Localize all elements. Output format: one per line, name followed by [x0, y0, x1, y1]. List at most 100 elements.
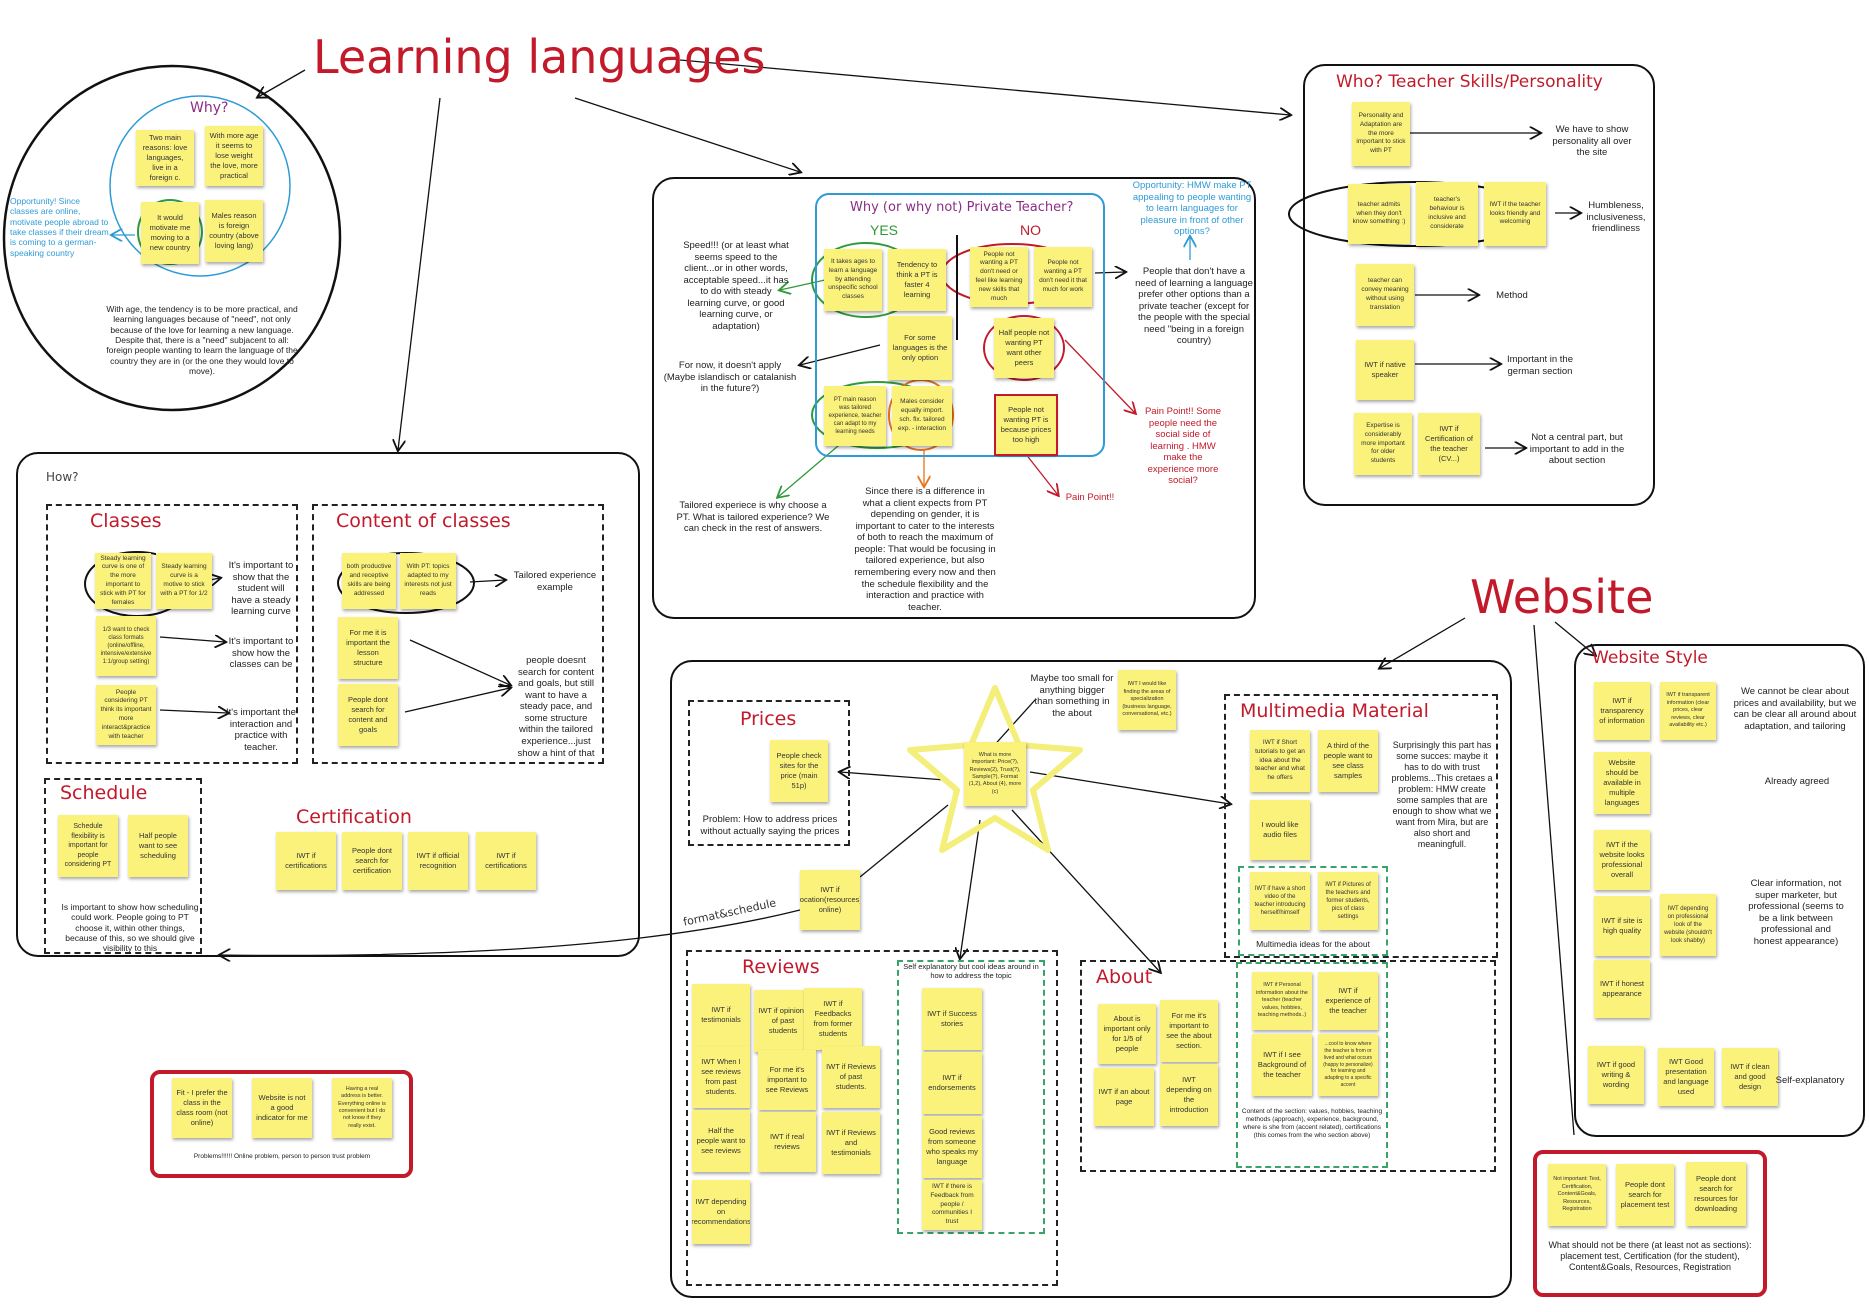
not-there-note-3: People dont search for resources for dow…: [1686, 1162, 1746, 1226]
reviews-note-2: IWT if opinions of past students: [754, 990, 812, 1052]
private-opportunity-text: Opportunity: HMW make PT appealing to pe…: [1132, 180, 1252, 238]
website-title: Website: [1470, 570, 1654, 624]
schedule-text: Is important to show how scheduling coul…: [61, 902, 199, 954]
about-title: About: [1096, 966, 1153, 988]
style-text-3: Clear information, not super marketer, b…: [1748, 878, 1844, 947]
style-text-2: Already agreed: [1764, 776, 1830, 787]
multimedia-note-2: A third of the people want to see class …: [1318, 730, 1378, 792]
why-note-2: With more age it seems to lose weight th…: [205, 126, 263, 186]
private-teacher-frame: [652, 177, 1256, 619]
about-green-box: [1236, 962, 1388, 1168]
classes-note-3: 1/3 want to check class formats (online/…: [96, 616, 156, 676]
multimedia-note-3: I would like audio files: [1250, 800, 1310, 860]
multimedia-note-1: IWT if Short tutorials to get an idea ab…: [1250, 730, 1310, 792]
teacher-note-4: IWT if the teacher looks friendly and we…: [1484, 182, 1546, 246]
how-frame: [16, 452, 640, 957]
not-there-box: [1533, 1150, 1767, 1297]
teacher-note-8: IWT if Certification of the teacher (CV.…: [1418, 413, 1480, 475]
teacher-note-7: Expertise is considerably more important…: [1354, 413, 1412, 475]
reviews-note-10: IWT depending on recommendations: [692, 1180, 750, 1244]
website-style-frame: [1574, 644, 1865, 1137]
gender-text: Since there is a difference in what a cl…: [854, 486, 996, 613]
schedule-title: Schedule: [60, 782, 148, 804]
why-title: Why?: [190, 100, 229, 116]
style-note-1: IWT if transparency of information: [1594, 682, 1650, 740]
why-summary-text: With age, the tendency is to be more pra…: [106, 304, 298, 377]
multimedia-box: [1224, 694, 1498, 958]
certification-note-2: People dont search for certification: [342, 832, 402, 890]
multimedia-title: Multimedia Material: [1240, 700, 1429, 722]
prices-title: Prices: [740, 708, 797, 730]
no-label: NO: [1020, 222, 1041, 238]
pain-point-price-text: Pain Point!!: [1065, 492, 1115, 503]
schedule-note-1: Schedule flexibility is important for pe…: [58, 815, 118, 877]
about-note-7: IWT if I see Background of the teacher: [1252, 1034, 1312, 1096]
teacher-text-4: Important in the german section: [1506, 354, 1573, 377]
learning-languages-title: Learning languages: [313, 30, 766, 84]
why-note-3: It would motivate me moving to a new cou…: [141, 202, 199, 264]
no-note-3: Half people not wanting PT want other pe…: [994, 318, 1054, 378]
certification-note-1: IWT if certifications: [276, 832, 336, 890]
classes-text-2: It's important to show how the classes c…: [228, 636, 294, 671]
style-note-10: IWT if clean and good design: [1722, 1048, 1778, 1106]
style-note-4: IWT if the website looks professional ov…: [1594, 830, 1650, 890]
trust-problem-box: [150, 1070, 413, 1178]
specialization-note: IWT I would like finding the areas of sp…: [1118, 670, 1176, 730]
style-note-3: Website should be available in multiple …: [1594, 752, 1650, 814]
multimedia-text: Surprisingly this part has some succes: …: [1391, 740, 1493, 849]
reviews-self-label: Self explanatory but cool ideas around i…: [903, 962, 1039, 981]
classes-text-1: It's important to show that the student …: [228, 560, 294, 618]
yes-note-2: Tendency to think a PT is faster 4 learn…: [888, 249, 946, 311]
multimedia-note-4: IWT if have a short video of the teacher…: [1250, 872, 1310, 930]
reviews-note-1: IWT if testimonials: [692, 984, 750, 1046]
too-small-text: Maybe too small for anything bigger than…: [1030, 673, 1114, 719]
website-style-title: Website Style: [1592, 648, 1708, 668]
classes-box: [46, 504, 298, 764]
why-note-4: Males reason is foreign country (above l…: [205, 200, 263, 262]
not-there-note-1: Not important: Test, Certification, Cont…: [1548, 1164, 1606, 1226]
reviews-self-note-1: IWT if Success stories: [922, 988, 982, 1050]
about-note-8: ...cool to know where the teacher is fro…: [1318, 1034, 1378, 1096]
reviews-note-9: IWT if Reviews and testimonials: [822, 1112, 880, 1174]
why-opportunity-text: Opportunity! Since classes are online, m…: [10, 196, 109, 258]
doesnt-apply-text: For now, it doesn't apply (Maybe islandi…: [663, 360, 797, 395]
yes-note-5: Males consider equally import. sch. flx.…: [892, 386, 952, 446]
no-note-2: People not wanting a PT don't need it th…: [1034, 247, 1092, 307]
reviews-self-note-3: Good reviews from someone who speaks my …: [922, 1116, 982, 1178]
about-note-6: IWT if experience of the teacher: [1318, 972, 1378, 1030]
certification-note-3: IWT if official recognition: [408, 832, 468, 890]
style-note-9: IWT Good presentation and language used: [1658, 1048, 1714, 1106]
teacher-text-3: Method: [1496, 290, 1528, 301]
private-teacher-title: Why (or why not) Private Teacher?: [850, 200, 1074, 215]
style-note-5: IWT if site is high quality: [1594, 896, 1650, 956]
style-text-1: We cannot be clear about prices and avai…: [1733, 686, 1857, 732]
reviews-self-note-2: IWT if endorsements: [922, 1052, 982, 1114]
about-note-2: For me it's important to see the about s…: [1160, 1000, 1218, 1062]
teacher-note-3: teacher's behaviour is inclusive and con…: [1416, 182, 1478, 246]
style-text-4: Self-explanatory: [1775, 1075, 1845, 1086]
reviews-box: [686, 950, 1058, 1286]
trust-note-1: Fit - I prefer the class in the class ro…: [172, 1078, 232, 1138]
star-note: What is more important: Price(?), Review…: [964, 742, 1026, 806]
why-note-1: Two main reasons: love languages, live i…: [136, 130, 194, 186]
teacher-note-2: teacher admits when they don't know some…: [1348, 184, 1410, 244]
pain-point-social-text: Pain Point!! Some people need the social…: [1144, 406, 1222, 487]
content-title: Content of classes: [336, 510, 511, 532]
multimedia-about-label: Multimedia ideas for the about: [1256, 939, 1370, 949]
content-box: [312, 504, 604, 764]
about-box: [1080, 960, 1496, 1172]
prices-box: [688, 700, 850, 846]
teacher-note-6: IWT if native speaker: [1356, 340, 1414, 400]
about-text: Content of the section: values, hobbies,…: [1241, 1108, 1383, 1139]
prices-note: People check sites for the price (main 5…: [770, 740, 828, 802]
classes-text-3: It's important the interaction and pract…: [226, 707, 296, 753]
style-note-7: IWT if honest appearance: [1594, 960, 1650, 1018]
reviews-note-7: Half the people want to see reviews: [692, 1110, 750, 1172]
trust-note-3: Having a real address is better. Everyth…: [332, 1078, 392, 1138]
content-text-1: Tailored experience example: [513, 570, 597, 593]
teacher-skills-frame: [1303, 64, 1655, 506]
teacher-note-1: Personality and Adaptation are the more …: [1352, 102, 1410, 166]
certification-title: Certification: [296, 806, 412, 828]
not-there-note-2: People dont search for placement test: [1616, 1164, 1674, 1226]
